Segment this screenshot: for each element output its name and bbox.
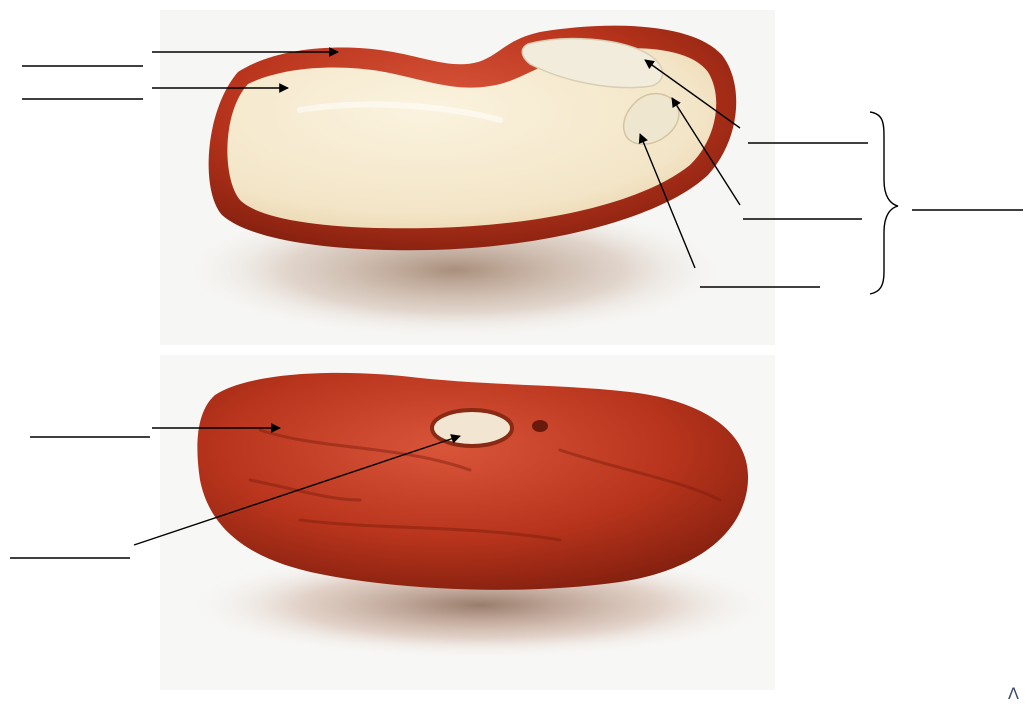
corner-mark: Λ: [1008, 684, 1019, 703]
split-bean-image: [160, 10, 775, 345]
whole-bean-image: [160, 355, 780, 690]
embryo-brace: [870, 112, 898, 294]
micropyle: [532, 420, 548, 432]
hilum: [432, 410, 512, 446]
